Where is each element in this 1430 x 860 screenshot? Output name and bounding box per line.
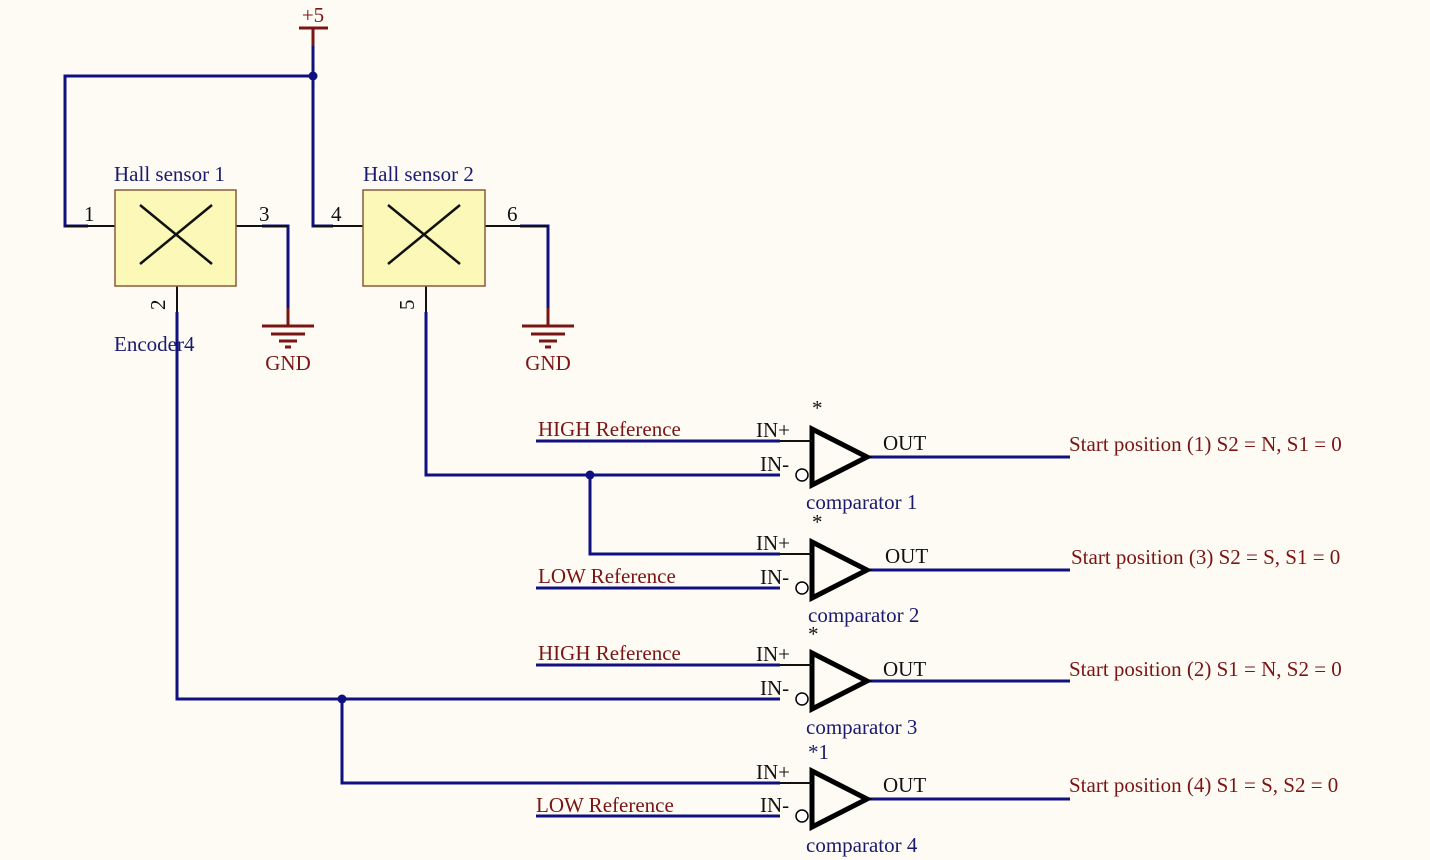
comparator-1-body xyxy=(809,424,873,490)
comparator-3[interactable]: * IN+ IN- OUT comparator 3 HIGH Referenc… xyxy=(538,622,1342,739)
comparator-2-in-minus: IN- xyxy=(760,565,789,589)
comparator-3-in-plus: IN+ xyxy=(756,642,790,666)
comparator-4[interactable]: *1 IN+ IN- OUT comparator 4 LOW Referenc… xyxy=(536,740,1338,857)
wire-vcc-s2 xyxy=(311,76,333,228)
comparator-4-output-net: Start position (4) S1 = S, S2 = 0 xyxy=(1069,773,1338,797)
vcc-label: +5 xyxy=(302,3,324,27)
comparator-2-inverting-bubble xyxy=(795,581,809,595)
hall-sensor-2-pin-4: 4 xyxy=(331,202,342,226)
comparator-4-inverting-bubble xyxy=(795,809,809,823)
comparator-1-label: comparator 1 xyxy=(806,490,917,514)
hall-sensor-2-pin-6: 6 xyxy=(507,202,518,226)
gnd-symbol-1: GND xyxy=(262,308,314,375)
comparator-4-out: OUT xyxy=(883,773,926,797)
hall-sensor-1-name: Hall sensor 1 xyxy=(114,162,225,186)
comparator-2-output-net: Start position (3) S2 = S, S1 = 0 xyxy=(1071,545,1340,569)
comparator-3-out: OUT xyxy=(883,657,926,681)
comparator-1-out: OUT xyxy=(883,431,926,455)
hall-sensor-1-designator: Encoder4 xyxy=(114,332,195,356)
comparator-2-in-plus: IN+ xyxy=(756,531,790,555)
hall-sensor-1-pin-2: 2 xyxy=(146,300,170,311)
junctions xyxy=(308,71,595,704)
comparator-3-inverting-bubble xyxy=(795,692,809,706)
comparator-1[interactable]: * IN+ IN- OUT comparator 1 HIGH Referenc… xyxy=(538,396,1342,514)
gnd-label-1: GND xyxy=(265,351,311,375)
junction-s2 xyxy=(585,470,595,480)
comparator-1-in-plus: IN+ xyxy=(756,418,790,442)
gnd-symbol-2: GND xyxy=(522,308,574,375)
comparator-3-body xyxy=(809,648,873,714)
hall-sensor-2-pin-5: 5 xyxy=(395,300,419,311)
vcc-symbol: +5 xyxy=(299,3,328,46)
junction-s1 xyxy=(337,694,347,704)
comparator-4-reference: LOW Reference xyxy=(536,793,674,817)
comparator-2-reference: LOW Reference xyxy=(538,564,676,588)
wire-s1-to-c4 xyxy=(340,699,780,785)
comparator-3-output-net: Start position (2) S1 = N, S2 = 0 xyxy=(1069,657,1342,681)
comparator-3-label: comparator 3 xyxy=(806,715,917,739)
comparator-3-reference: HIGH Reference xyxy=(538,641,681,665)
comparator-2-body xyxy=(809,537,873,603)
comparator-2[interactable]: * IN+ IN- OUT comparator 2 LOW Reference… xyxy=(538,510,1340,627)
comparator-2-marker: * xyxy=(812,510,823,534)
comparator-4-in-plus: IN+ xyxy=(756,760,790,784)
hall-sensor-2-name: Hall sensor 2 xyxy=(363,162,474,186)
comparator-2-out: OUT xyxy=(885,544,928,568)
comparator-2-label: comparator 2 xyxy=(808,603,919,627)
comparator-1-reference: HIGH Reference xyxy=(538,417,681,441)
junction-vcc xyxy=(308,71,318,81)
wire-gnd-2 xyxy=(520,224,550,308)
wire-s2-to-c2 xyxy=(588,475,780,556)
hall-sensor-2[interactable]: Hall sensor 2 4 6 5 xyxy=(313,162,548,312)
wire-s2-out xyxy=(424,312,780,477)
comparator-3-marker: * xyxy=(808,622,819,646)
comparator-4-in-minus: IN- xyxy=(760,793,789,817)
hall-sensor-1-body xyxy=(114,189,237,287)
hall-sensor-2-body xyxy=(362,189,486,287)
comparator-3-in-minus: IN- xyxy=(760,676,789,700)
gnd-label-2: GND xyxy=(525,351,571,375)
wire-s1-out xyxy=(175,312,780,701)
comparator-4-label: comparator 4 xyxy=(806,833,918,857)
comparator-1-in-minus: IN- xyxy=(760,452,789,476)
wire-gnd-1 xyxy=(262,224,290,308)
comparator-1-marker: * xyxy=(812,396,823,420)
comparator-4-marker: *1 xyxy=(808,740,829,764)
hall-sensor-1-pin-1: 1 xyxy=(84,202,95,226)
hall-sensor-1-pin-3: 3 xyxy=(259,202,270,226)
comparator-4-body xyxy=(809,766,873,832)
comparator-1-inverting-bubble xyxy=(795,468,809,482)
comparator-1-output-net: Start position (1) S2 = N, S1 = 0 xyxy=(1069,432,1342,456)
hall-sensor-1[interactable]: Hall sensor 1 1 3 2 Encoder4 xyxy=(65,162,288,356)
